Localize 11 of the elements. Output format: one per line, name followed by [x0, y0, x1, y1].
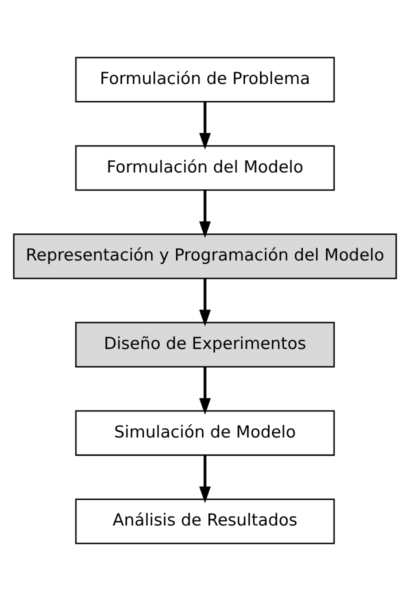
node-box: Representación y Programación del Modelo — [13, 234, 397, 280]
arrow — [199, 190, 211, 238]
node-box: Simulación de Modelo — [75, 410, 335, 456]
arrow — [199, 278, 211, 326]
arrow — [199, 366, 211, 415]
arrow — [199, 455, 211, 504]
node-box: Análisis de Resultados — [75, 498, 335, 544]
node-box: Formulación del Modelo — [75, 145, 335, 191]
node-box: Diseño de Experimentos — [75, 322, 335, 368]
node-box: Formulación de Problema — [75, 56, 335, 102]
arrow — [199, 102, 211, 150]
